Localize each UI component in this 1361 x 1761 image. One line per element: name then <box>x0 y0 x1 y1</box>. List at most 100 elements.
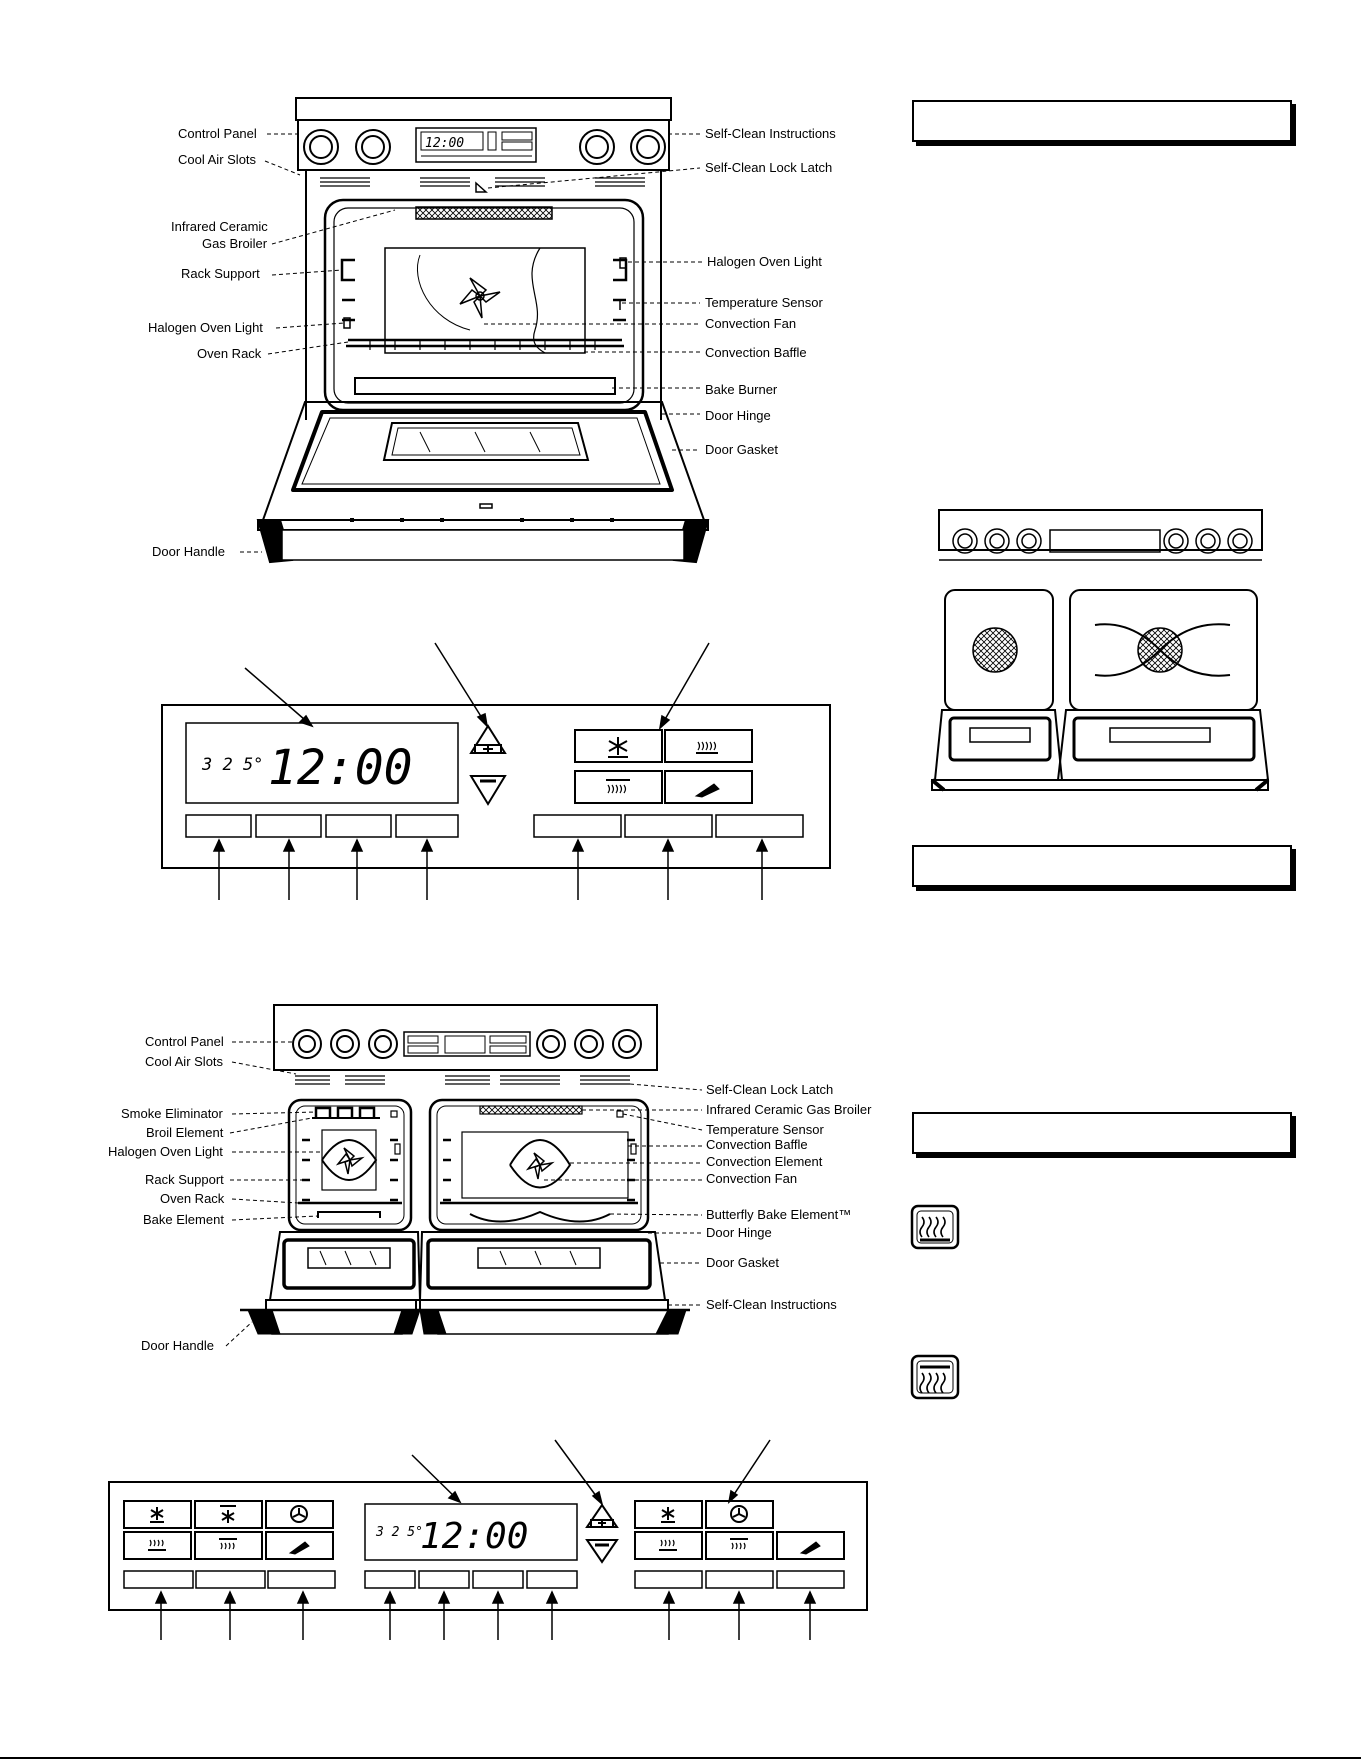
label-halogen-oven-light: Halogen Oven Light <box>148 320 263 335</box>
display-temperature: 3 2 5° <box>201 755 263 775</box>
convection-key[interactable] <box>574 729 663 763</box>
label-bake-burner: Bake Burner <box>705 382 778 397</box>
label-door-handle-2: Door Handle <box>141 1338 214 1353</box>
label-temperature-sensor-2: Temperature Sensor <box>706 1122 824 1137</box>
dkey-9[interactable] <box>705 1570 774 1589</box>
label-convection-baffle: Convection Baffle <box>705 345 807 360</box>
label-self-clean-instructions-2: Self-Clean Instructions <box>706 1297 837 1312</box>
broiler-element <box>415 206 553 220</box>
label-halogen-oven-light-2: Halogen Oven Light <box>108 1144 223 1159</box>
broil-mode-icon <box>910 1354 960 1400</box>
single-oven-leaders-left <box>240 133 396 553</box>
key-4[interactable] <box>395 814 459 838</box>
label-cool-air-slots-2: Cool Air Slots <box>145 1054 224 1069</box>
dkey-5[interactable] <box>418 1570 470 1589</box>
double-oven-labels-right: Self-Clean Lock Latch Infrared Ceramic G… <box>706 1082 872 1312</box>
dkey-3[interactable] <box>267 1570 336 1589</box>
display-window-2 <box>364 1503 578 1561</box>
right-convection-key[interactable] <box>634 1500 703 1529</box>
control-panel-single <box>161 642 831 900</box>
clean-key[interactable] <box>664 770 753 804</box>
key-6[interactable] <box>624 814 713 838</box>
label-oven-rack: Oven Rack <box>197 346 262 361</box>
label-self-clean-instructions: Self-Clean Instructions <box>705 126 836 141</box>
single-oven-labels-right: Self-Clean Instructions Self-Clean Lock … <box>705 126 836 457</box>
double-oven-labels-left: Control Panel Cool Air Slots Smoke Elimi… <box>108 1034 225 1353</box>
left-broil-key[interactable] <box>194 1531 263 1560</box>
key-1[interactable] <box>185 814 252 838</box>
display-window <box>185 722 459 804</box>
double-oven-leaders-right <box>544 1083 703 1306</box>
label-broil-element: Broil Element <box>146 1125 224 1140</box>
right-bake-key[interactable] <box>634 1531 703 1560</box>
convection-fan <box>459 277 501 319</box>
label-bake-element: Bake Element <box>143 1212 224 1227</box>
broil-key[interactable] <box>574 770 663 804</box>
single-oven-leaders-right <box>484 133 702 451</box>
key-7[interactable] <box>715 814 804 838</box>
left-clean-key[interactable] <box>265 1531 334 1560</box>
label-halogen-oven-light-right: Halogen Oven Light <box>707 254 822 269</box>
lock-latch <box>475 181 488 193</box>
label-door-gasket-2: Door Gasket <box>706 1255 779 1270</box>
label-control-panel-2: Control Panel <box>145 1034 224 1049</box>
label-convection-fan: Convection Fan <box>705 316 796 331</box>
single-oven-diagram: 12:00 <box>256 97 710 564</box>
label-door-handle: Door Handle <box>152 544 225 559</box>
down-arrow-button[interactable] <box>469 775 507 806</box>
left-bake-key[interactable] <box>123 1531 192 1560</box>
label-control-panel: Control Panel <box>178 126 257 141</box>
label-oven-rack-2: Oven Rack <box>160 1191 225 1206</box>
cool-air-slots <box>295 1075 630 1085</box>
label-rack-support: Rack Support <box>181 266 260 281</box>
label-temperature-sensor: Temperature Sensor <box>705 295 823 310</box>
key-5[interactable] <box>533 814 622 838</box>
right-clean-key[interactable] <box>776 1531 845 1560</box>
knob <box>355 129 391 165</box>
section-header-box-2 <box>912 845 1292 887</box>
double-oven-leaders-left <box>225 1041 322 1347</box>
section-header-box-3 <box>912 1112 1292 1154</box>
dkey-10[interactable] <box>776 1570 845 1589</box>
label-infrared-ceramic: Infrared Ceramic <box>171 219 268 234</box>
key-2[interactable] <box>255 814 322 838</box>
mini-display-time: 12:00 <box>425 136 464 151</box>
left-convection-key[interactable] <box>123 1500 192 1529</box>
label-convection-element: Convection Element <box>706 1154 823 1169</box>
label-door-hinge-2: Door Hinge <box>706 1225 772 1240</box>
display-time-2: 12:00 <box>420 1516 528 1557</box>
label-convection-baffle-2: Convection Baffle <box>706 1137 808 1152</box>
right-broil-key[interactable] <box>705 1531 774 1560</box>
label-convection-fan-2: Convection Fan <box>706 1171 797 1186</box>
dkey-4[interactable] <box>364 1570 416 1589</box>
display-time: 12:00 <box>268 740 413 796</box>
single-oven-labels-left: Control Panel Cool Air Slots Infrared Ce… <box>148 126 268 559</box>
label-self-clean-lock-latch: Self-Clean Lock Latch <box>705 160 832 175</box>
left-fan-key[interactable] <box>265 1500 334 1529</box>
bake-mode-icon <box>910 1204 960 1250</box>
down-arrow-button-2[interactable] <box>585 1539 619 1564</box>
knob <box>303 129 339 165</box>
dkey-2[interactable] <box>195 1570 266 1589</box>
display-temperature-2: 3 2 5° <box>375 1525 423 1540</box>
label-cool-air-slots: Cool Air Slots <box>178 152 257 167</box>
label-door-gasket: Door Gasket <box>705 442 778 457</box>
left-convection-broil-key[interactable] <box>194 1500 263 1529</box>
dkey-6[interactable] <box>472 1570 524 1589</box>
right-fan-key[interactable] <box>705 1500 774 1529</box>
double-oven-diagram <box>240 1004 690 1335</box>
label-gas-broiler: Gas Broiler <box>202 236 268 251</box>
cool-air-slots <box>320 177 645 187</box>
bake-key[interactable] <box>664 729 753 763</box>
dkey-8[interactable] <box>634 1570 703 1589</box>
double-oven-thumbnail <box>930 509 1270 792</box>
control-panel-double <box>108 1439 868 1640</box>
key-3[interactable] <box>325 814 392 838</box>
label-infrared-ceramic-gas-broiler: Infrared Ceramic Gas Broiler <box>706 1102 872 1117</box>
dkey-1[interactable] <box>123 1570 194 1589</box>
label-butterfly-bake-element: Butterfly Bake Element™ <box>706 1207 851 1222</box>
dkey-7[interactable] <box>526 1570 578 1589</box>
label-rack-support-2: Rack Support <box>145 1172 224 1187</box>
label-self-clean-lock-latch-2: Self-Clean Lock Latch <box>706 1082 833 1097</box>
